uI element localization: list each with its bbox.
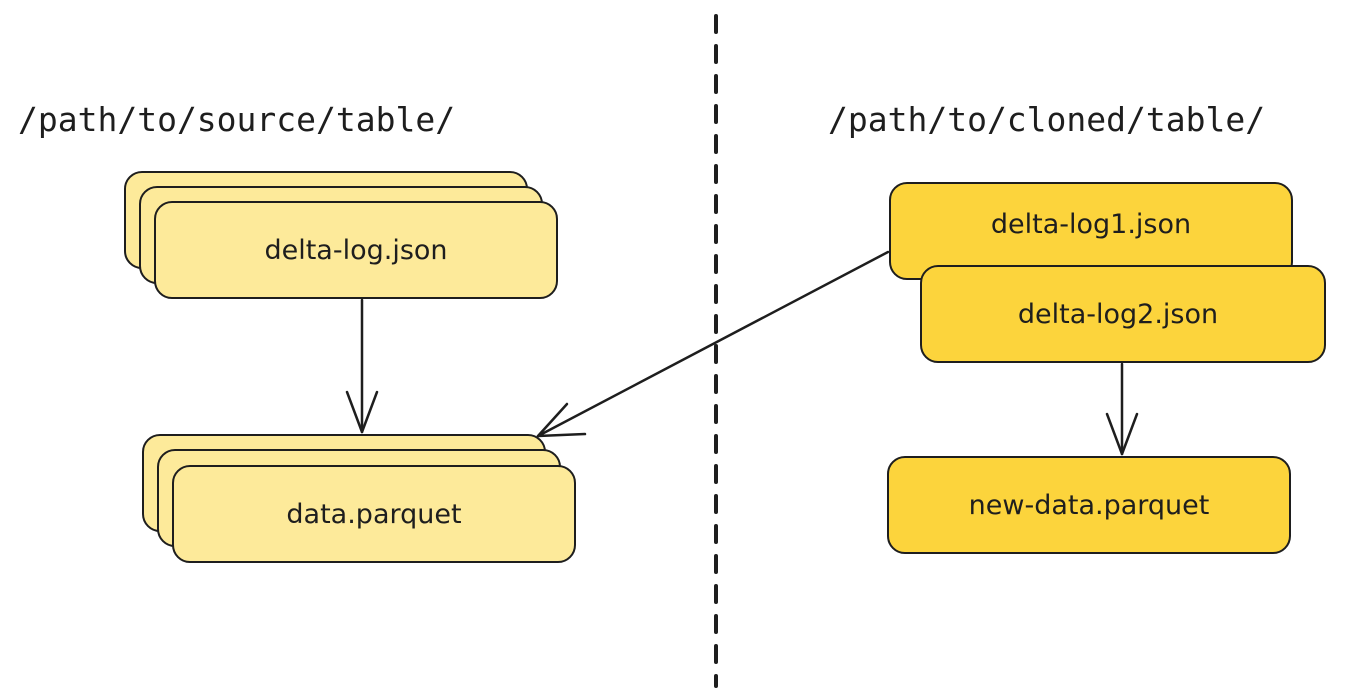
arrow-head-clone — [1105, 412, 1139, 456]
cloned-new-data-label: new-data.parquet — [968, 489, 1210, 521]
source-data-box: data.parquet — [172, 465, 576, 563]
cloned-path-label: /path/to/cloned/table/ — [828, 100, 1266, 139]
cloned-log1-box: delta-log1.json — [889, 182, 1293, 280]
source-data-label: data.parquet — [286, 498, 462, 530]
cloned-log1-label: delta-log1.json — [990, 208, 1192, 240]
arrow-clone-log-to-source-data — [536, 250, 890, 438]
cloned-log2-label: delta-log2.json — [1017, 298, 1219, 330]
source-path-label: /path/to/source/table/ — [18, 100, 456, 139]
cloned-log2-box: delta-log2.json — [920, 265, 1326, 363]
arrow-head-cross — [536, 402, 587, 438]
cloned-new-data-box: new-data.parquet — [887, 456, 1291, 554]
source-log-box: delta-log.json — [154, 201, 558, 299]
source-log-label: delta-log.json — [264, 234, 448, 266]
arrow-head-source — [345, 390, 379, 434]
